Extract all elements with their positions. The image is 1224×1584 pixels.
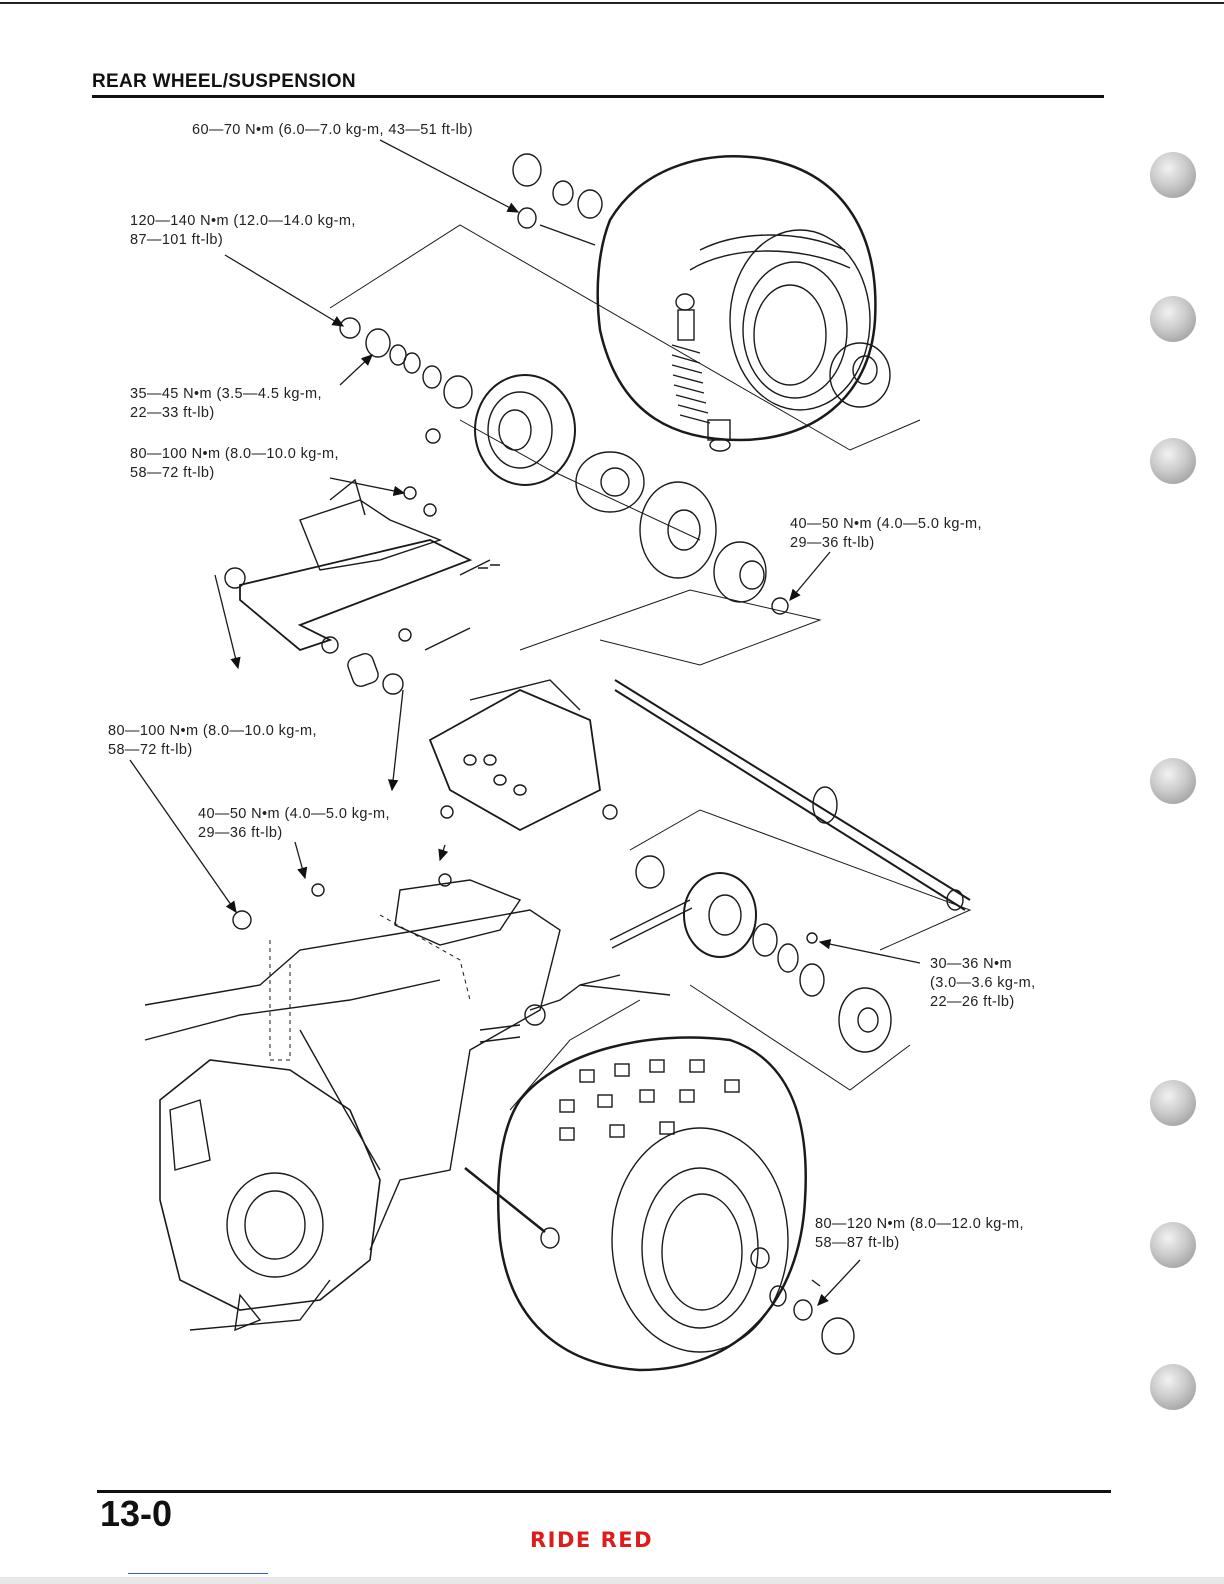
engine — [159, 1059, 381, 1332]
top-rule — [0, 2, 1224, 4]
skid-plate — [428, 679, 618, 832]
page-number: 13-0 — [100, 1493, 173, 1534]
torque-spec-axle-nut-upper: 60—70 N•m (6.0—7.0 kg-m, 43—51 ft-lb) — [192, 122, 473, 138]
pivot-bushings — [347, 627, 471, 695]
binder-tab — [1150, 1222, 1196, 1268]
binder-tab — [1150, 296, 1196, 342]
header-rule — [92, 95, 1104, 98]
watermark-logo: RIDE RED — [530, 1528, 654, 1552]
swingarm — [224, 478, 500, 654]
brake-drum — [403, 374, 789, 615]
footer-rule — [97, 1490, 1111, 1493]
assembly-lines — [269, 224, 972, 1111]
axle-nut-parts-bottom — [750, 1247, 855, 1355]
torque-spec-brake-panel: 40—50 N•m (4.0—5.0 kg-m, 29—36 ft-lb) — [790, 516, 982, 551]
torque-spec-wheel-nut-lower: 80—120 N•m (8.0—12.0 kg-m, 58—87 ft-lb) — [815, 1216, 1024, 1251]
torque-spec-pivot-nut: 120—140 N•m (12.0—14.0 kg-m, 87—101 ft-l… — [130, 213, 356, 248]
frame — [144, 873, 671, 1251]
shock-absorber — [671, 293, 731, 452]
torque-spec-sprocket-nut: 30—36 N•m (3.0—3.6 kg-m, 22—26 ft-lb) — [930, 956, 1036, 1010]
bottom-edge-shade — [0, 1577, 1224, 1584]
sprocket-chain — [609, 855, 892, 1053]
pivot-bolt — [464, 1167, 560, 1249]
leader-lines — [129, 139, 921, 1306]
bearing-set — [339, 317, 473, 409]
bottom-link-underline — [128, 1573, 268, 1574]
upper-hub — [829, 342, 891, 408]
binder-tab — [1150, 1364, 1196, 1410]
upper-tire — [596, 155, 877, 442]
binder-tab — [1150, 438, 1196, 484]
torque-spec-bearing-holder: 35—45 N•m (3.5—4.5 kg-m, 22—33 ft-lb) — [130, 386, 322, 421]
torque-spec-shock-lower: 80—100 N•m (8.0—10.0 kg-m, 58—72 ft-lb) — [108, 723, 317, 758]
torque-spec-shock-upper: 80—100 N•m (8.0—10.0 kg-m, 58—72 ft-lb) — [130, 446, 339, 481]
axle-nut-parts-top — [512, 153, 603, 246]
binder-tab — [1150, 758, 1196, 804]
rear-axle — [614, 679, 971, 911]
torque-spec-skid-plate: 40—50 N•m (4.0—5.0 kg-m, 29—36 ft-lb) — [198, 806, 390, 841]
binder-tab — [1150, 152, 1196, 198]
page-title: REAR WHEEL/SUSPENSION — [92, 71, 356, 92]
lower-tire — [496, 1036, 807, 1372]
binder-tab — [1150, 1080, 1196, 1126]
